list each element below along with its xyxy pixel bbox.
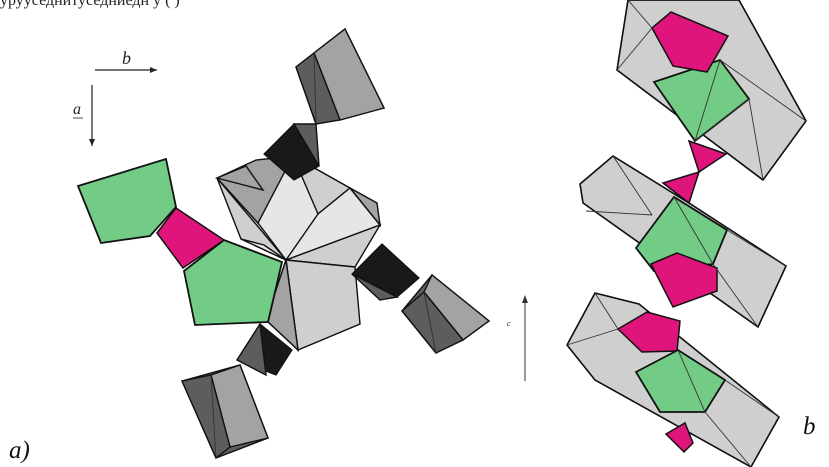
panel-b-label: b <box>803 414 816 439</box>
panel-a-structure <box>78 29 489 458</box>
axis-a-label: a <box>73 101 81 118</box>
right-square-unit <box>402 275 489 353</box>
panel-b-structure <box>567 0 806 467</box>
axis-b-label: b <box>122 48 131 68</box>
c-axis-indicator: c <box>507 295 528 381</box>
axis-c-label: c <box>507 319 511 328</box>
panel-a-axes: b a <box>73 48 157 146</box>
top-right-square-unit <box>296 29 384 124</box>
bottom-left-square-unit <box>182 365 268 458</box>
panel-a-label: a) <box>9 438 30 463</box>
